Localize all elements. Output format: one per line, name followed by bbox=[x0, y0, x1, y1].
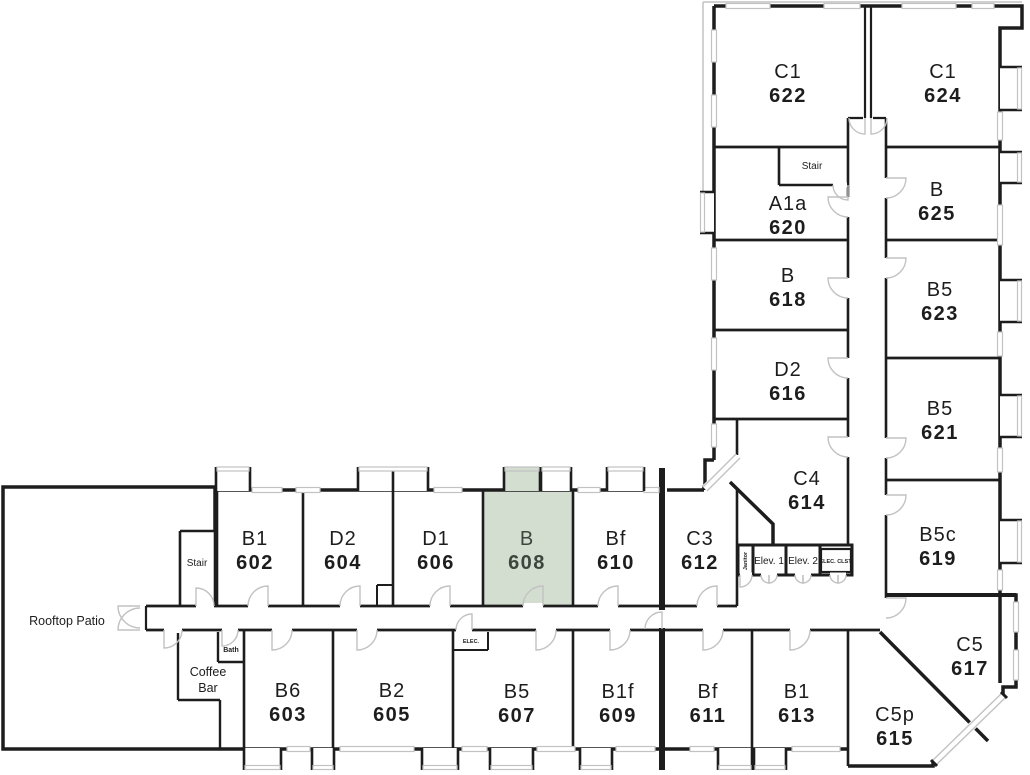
annotations: Rooftop Patio Stair Stair Coffee Bar Bat… bbox=[29, 161, 853, 695]
room-624-type-label: C1 bbox=[929, 61, 957, 83]
room-621-type-label: B5 bbox=[927, 398, 953, 420]
stair-upper-label: Stair bbox=[802, 161, 823, 172]
windows bbox=[251, 2, 1020, 768]
room-613-type-label: B1 bbox=[784, 681, 810, 703]
room-620-type-label: A1a bbox=[769, 193, 808, 215]
room-614-type-label: C4 bbox=[793, 468, 821, 490]
room-611-type-label: Bf bbox=[698, 681, 719, 703]
room-618-number-label: 618 bbox=[769, 289, 807, 311]
room-620-number-label: 620 bbox=[769, 217, 807, 239]
elec-label: ELEC. bbox=[463, 639, 480, 645]
room-616-number-label: 616 bbox=[769, 383, 807, 405]
room-610-type-label: Bf bbox=[606, 528, 627, 550]
room-619-number-label: 619 bbox=[919, 548, 957, 570]
room-614-number-label: 614 bbox=[788, 492, 826, 514]
coffee-bar-label-line2: Bar bbox=[198, 681, 217, 695]
bay-bottom bbox=[242, 748, 788, 771]
elec-closet-label: ELEC. CLST. bbox=[819, 559, 852, 565]
room-610-number-label: 610 bbox=[597, 552, 635, 574]
room-622-type-label: C1 bbox=[774, 61, 802, 83]
room-612-type-label: C3 bbox=[686, 528, 714, 550]
room-615-number-label: 615 bbox=[876, 728, 914, 750]
bay-west bbox=[699, 190, 714, 235]
room-604-type-label: D2 bbox=[329, 528, 357, 550]
room-607-number-label: 607 bbox=[498, 705, 536, 727]
bath-label: Bath bbox=[223, 647, 239, 654]
room-609-number-label: 609 bbox=[599, 705, 637, 727]
room-625-type-label: B bbox=[930, 179, 944, 201]
room-606-number-label: 606 bbox=[417, 552, 455, 574]
room-616-type-label: D2 bbox=[774, 359, 802, 381]
room-619-type-label: B5c bbox=[919, 524, 956, 546]
room-602-number-label: 602 bbox=[236, 552, 274, 574]
stair-lower-label: Stair bbox=[187, 558, 208, 569]
room-618-type-label: B bbox=[781, 265, 795, 287]
room-623-number-label: 623 bbox=[921, 303, 959, 325]
room-615-type-label: C5p bbox=[875, 704, 915, 726]
room-604-number-label: 604 bbox=[324, 552, 362, 574]
bay-top bbox=[214, 466, 646, 491]
room-622-number-label: 622 bbox=[769, 85, 807, 107]
room-624-number-label: 624 bbox=[924, 85, 962, 107]
window-bays bbox=[214, 65, 1023, 771]
room-609-type-label: B1f bbox=[601, 681, 634, 703]
room-608-type-label: B bbox=[520, 528, 534, 550]
room-621-number-label: 621 bbox=[921, 422, 959, 444]
room-607-type-label: B5 bbox=[504, 681, 530, 703]
room-613-number-label: 613 bbox=[778, 705, 816, 727]
room-606-type-label: D1 bbox=[422, 528, 450, 550]
room-603-number-label: 603 bbox=[269, 704, 307, 726]
bay-east bbox=[1000, 65, 1023, 565]
room-625-number-label: 625 bbox=[918, 203, 956, 225]
room-612-number-label: 612 bbox=[681, 552, 719, 574]
elevator-1-label: Elev. 1 bbox=[754, 556, 784, 567]
elevator-2-label: Elev. 2 bbox=[788, 556, 818, 567]
doors bbox=[117, 117, 907, 651]
room-605-number-label: 605 bbox=[373, 704, 411, 726]
room-608-number-label: 608 bbox=[508, 552, 546, 574]
room-617-type-label: C5 bbox=[956, 634, 984, 656]
room-605-type-label: B2 bbox=[379, 680, 405, 702]
room-603-type-label: B6 bbox=[275, 680, 301, 702]
rooftop-patio-label: Rooftop Patio bbox=[29, 614, 105, 628]
janitor-label: Janitor bbox=[743, 551, 749, 570]
room-623-type-label: B5 bbox=[927, 279, 953, 301]
room-602-type-label: B1 bbox=[242, 528, 268, 550]
room-617-number-label: 617 bbox=[951, 658, 989, 680]
coffee-bar-label-line1: Coffee bbox=[190, 665, 227, 679]
room-611-number-label: 611 bbox=[690, 705, 727, 727]
